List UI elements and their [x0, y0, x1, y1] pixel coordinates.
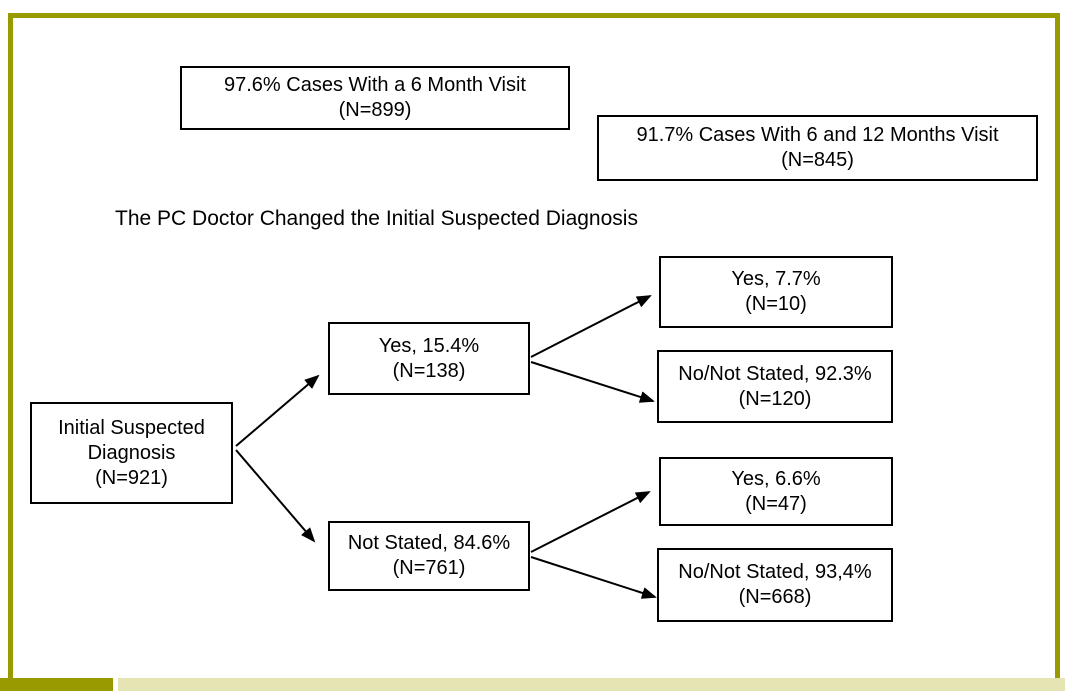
frame-border-left [8, 13, 13, 678]
node-n: (N=921) [95, 466, 168, 489]
node-line: No/Not Stated, 92.3% [678, 362, 872, 385]
arrow-root-to-not-stated [235, 449, 316, 543]
node-no-not-stated-92-3: No/Not Stated, 92.3% (N=120) [657, 350, 893, 423]
bottom-bar-accent [0, 678, 113, 691]
node-line: Diagnosis [87, 441, 176, 464]
frame-border-top [8, 13, 1060, 18]
node-yes-6-6: Yes, 6.6% (N=47) [659, 457, 893, 526]
node-n: (N=138) [392, 359, 466, 382]
node-changed-not-stated: Not Stated, 84.6% (N=761) [328, 521, 530, 591]
diagram-title: The PC Doctor Changed the Initial Suspec… [115, 207, 638, 230]
bottom-bar-light [118, 678, 1065, 691]
node-line: No/Not Stated, 93,4% [678, 561, 872, 583]
node-no-not-stated-93-4: No/Not Stated, 93,4% (N=668) [657, 548, 893, 622]
node-line: Yes, 15.4% [378, 334, 480, 357]
arrow-root-to-yes [235, 374, 320, 447]
arrow-yes-to-no923 [530, 361, 655, 403]
node-n: (N=120) [738, 387, 812, 410]
callout-n: (N=845) [781, 149, 854, 171]
node-yes-7-7: Yes, 7.7% (N=10) [659, 256, 893, 328]
node-n: (N=668) [738, 586, 812, 608]
node-initial-suspected-diagnosis: Initial Suspected Diagnosis (N=921) [30, 402, 233, 504]
frame-border-right [1055, 13, 1060, 678]
node-n: (N=47) [745, 492, 807, 515]
node-changed-yes: Yes, 15.4% (N=138) [328, 322, 530, 395]
node-n: (N=761) [392, 557, 466, 579]
node-n: (N=10) [745, 293, 807, 315]
callout-6-month-visit: 97.6% Cases With a 6 Month Visit (N=899) [180, 66, 570, 130]
callout-line: 97.6% Cases With a 6 Month Visit [224, 74, 526, 96]
callout-n: (N=899) [338, 99, 412, 121]
callout-line: 91.7% Cases With 6 and 12 Months Visit [636, 124, 999, 146]
node-line: Yes, 7.7% [731, 268, 821, 290]
node-line: Yes, 6.6% [731, 467, 821, 490]
arrow-yes-to-yes77 [530, 295, 652, 358]
arrow-notstated-to-no934 [530, 556, 657, 599]
callout-6-and-12-month-visit: 91.7% Cases With 6 and 12 Months Visit (… [597, 115, 1038, 181]
arrow-notstated-to-yes66 [530, 491, 651, 553]
node-line: Initial Suspected [58, 416, 205, 439]
node-line: Not Stated, 84.6% [347, 532, 511, 554]
